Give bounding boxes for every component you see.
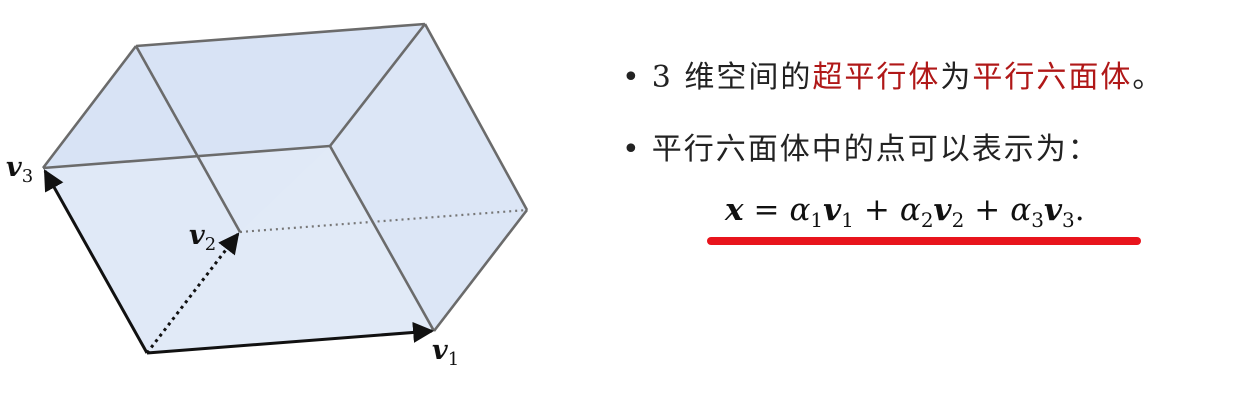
formula-coef-sub: 1 — [810, 208, 824, 232]
formula-vec-sub: 2 — [951, 208, 965, 232]
bullet-text: 为 — [940, 60, 973, 95]
formula-equals: = — [753, 192, 780, 228]
bullet-marker: • — [622, 132, 642, 167]
formula-vec-sub: 1 — [841, 208, 854, 232]
linear-combination-formula: x=α1v1+α2v2+α3v3. — [725, 192, 1085, 232]
vector-v3-sub: 3 — [21, 166, 34, 187]
face-top — [43, 24, 425, 168]
formula-underline — [707, 237, 1141, 245]
formula-plus: + — [974, 192, 1001, 228]
formula-plus: + — [863, 192, 890, 228]
bullet-marker: • — [622, 60, 642, 95]
formula-vec: v — [1043, 192, 1062, 228]
edge — [432, 209, 529, 332]
vector-v1-label: v1 — [432, 335, 459, 370]
formula-vec-sub: 3 — [1061, 208, 1075, 232]
edge — [41, 45, 138, 169]
edge — [42, 144, 331, 170]
formula-coef-sub: 2 — [920, 208, 934, 232]
visible-edges — [41, 22, 529, 332]
vector-v2-base: v — [189, 220, 205, 251]
vector-v1-base: v — [432, 335, 448, 366]
bullet-point-representation: • 平行六面体中的点可以表示为： — [622, 124, 1100, 168]
edge — [134, 45, 242, 233]
vector-v2-sub: 2 — [204, 234, 217, 255]
formula-period: . — [1074, 192, 1085, 228]
vector-v2-label: v2 — [189, 220, 216, 255]
edge — [328, 23, 427, 147]
highlight-term: 超平行体 — [812, 60, 941, 95]
vector-v3-label: v3 — [6, 152, 33, 187]
parallelepiped-diagram — [41, 22, 529, 355]
vector-v1-sub: 1 — [447, 349, 460, 370]
formula-coef: α — [1010, 192, 1032, 228]
vector-v3-arrow — [43, 169, 149, 354]
formula-coef: α — [789, 192, 811, 228]
formula-coef: α — [899, 192, 921, 228]
formula-vec: v — [933, 192, 952, 228]
face-right — [330, 24, 527, 331]
bullet-text: 平行六面体中的点可以表示为： — [651, 132, 1100, 167]
edge — [135, 22, 426, 48]
formula-coef-sub: 3 — [1031, 208, 1044, 232]
highlight-term: 平行六面体 — [972, 60, 1133, 95]
bullet-text: 。 — [1132, 60, 1165, 95]
edge — [423, 23, 529, 211]
formula-vec: v — [823, 192, 842, 228]
basis-vectors — [43, 169, 435, 355]
bullet-text: 3 维空间的 — [651, 60, 813, 95]
bullet-hyperparallelotope: • 3 维空间的超平行体为平行六面体。 — [622, 52, 1164, 96]
edge — [328, 145, 436, 332]
vector-v3-base: v — [6, 152, 22, 183]
vector-v1-arrow — [146, 321, 435, 355]
formula-lhs: x — [725, 192, 744, 228]
